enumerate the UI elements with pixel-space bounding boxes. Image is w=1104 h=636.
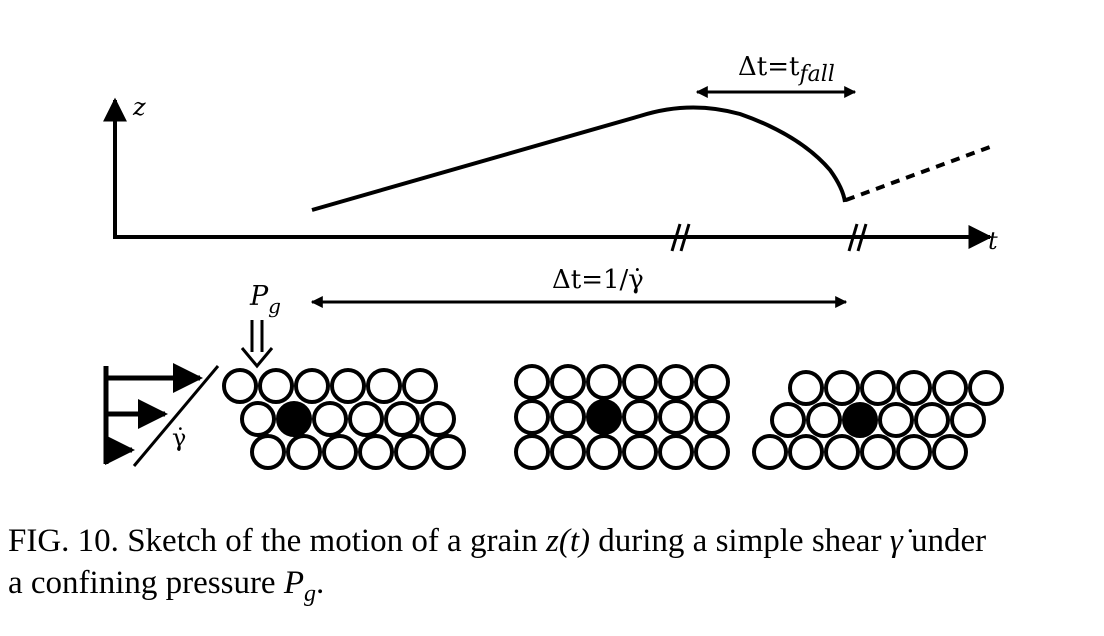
grain xyxy=(622,434,658,470)
grain xyxy=(950,402,986,438)
grain xyxy=(788,434,824,470)
t-axis-label: t xyxy=(988,227,998,255)
caption-fig-label: FIG. 10. xyxy=(8,523,119,559)
caption-text-2: during a simple shear xyxy=(598,523,882,559)
grain xyxy=(586,364,622,400)
grain xyxy=(694,399,730,435)
grain xyxy=(384,401,420,437)
grain-packing-sheared-left xyxy=(222,368,466,470)
figure-caption: FIG. 10. Sketch of the motion of a grain… xyxy=(8,523,987,607)
z-axis-label: z xyxy=(132,93,146,121)
tracked-grain xyxy=(276,401,312,437)
grain xyxy=(286,434,322,470)
grain xyxy=(932,370,968,406)
figure-svg: z t Δt=tfall Δt=1/γ̇ Pg xyxy=(103,52,1004,470)
grain-packing-sheared-right xyxy=(752,370,1004,470)
shear-profile xyxy=(103,363,220,467)
grain xyxy=(550,364,586,400)
tracked-grain xyxy=(586,399,622,435)
grain xyxy=(312,401,348,437)
t-fall-label: Δt=tfall xyxy=(738,52,835,87)
grain xyxy=(932,434,968,470)
grain xyxy=(322,434,358,470)
tracked-grain xyxy=(842,402,878,438)
grain xyxy=(806,402,842,438)
caption-text-4: a confining pressure xyxy=(8,565,276,601)
grain xyxy=(294,368,330,404)
grain-trajectory xyxy=(311,105,847,212)
grain xyxy=(860,370,896,406)
grain xyxy=(860,434,896,470)
caption-text-3: under xyxy=(910,523,987,559)
pressure-arrow-icon xyxy=(240,320,274,369)
shear-figure: z t Δt=tfall Δt=1/γ̇ Pg xyxy=(103,52,1004,470)
caption-z-of-t: z(t) xyxy=(546,523,591,559)
grain xyxy=(914,402,950,438)
grain xyxy=(222,368,258,404)
grain xyxy=(752,434,788,470)
shear-period-label: Δt=1/γ̇ xyxy=(552,265,644,295)
grain xyxy=(402,368,438,404)
grain xyxy=(358,434,394,470)
shear-rate-label: γ̇ xyxy=(172,424,186,452)
grain xyxy=(258,368,294,404)
grain xyxy=(250,434,286,470)
grain xyxy=(770,402,806,438)
grain xyxy=(420,401,456,437)
grain xyxy=(658,364,694,400)
grain xyxy=(622,399,658,435)
grain xyxy=(824,370,860,406)
axis-break-marks xyxy=(670,223,868,252)
grain xyxy=(330,368,366,404)
caption-gamma-dot: γ̇ xyxy=(889,523,903,559)
grain xyxy=(514,364,550,400)
pressure-label: Pg xyxy=(249,281,281,318)
grain xyxy=(366,368,402,404)
grain xyxy=(694,434,730,470)
grain xyxy=(896,370,932,406)
grain xyxy=(824,434,860,470)
grain xyxy=(658,399,694,435)
trajectory-continuation xyxy=(845,145,991,202)
grain xyxy=(514,434,550,470)
grain xyxy=(514,399,550,435)
grain xyxy=(240,401,276,437)
grain xyxy=(622,364,658,400)
grain xyxy=(896,434,932,470)
grain xyxy=(878,402,914,438)
grain xyxy=(430,434,466,470)
grain xyxy=(788,370,824,406)
caption-pressure: Pg xyxy=(283,565,316,607)
grain xyxy=(394,434,430,470)
grain xyxy=(694,364,730,400)
grain xyxy=(550,399,586,435)
grain xyxy=(348,401,384,437)
grain xyxy=(586,434,622,470)
grain xyxy=(550,434,586,470)
grain xyxy=(968,370,1004,406)
caption-text-1: Sketch of the motion of a grain xyxy=(127,523,538,559)
grain xyxy=(658,434,694,470)
grain-packing-aligned xyxy=(514,364,730,470)
